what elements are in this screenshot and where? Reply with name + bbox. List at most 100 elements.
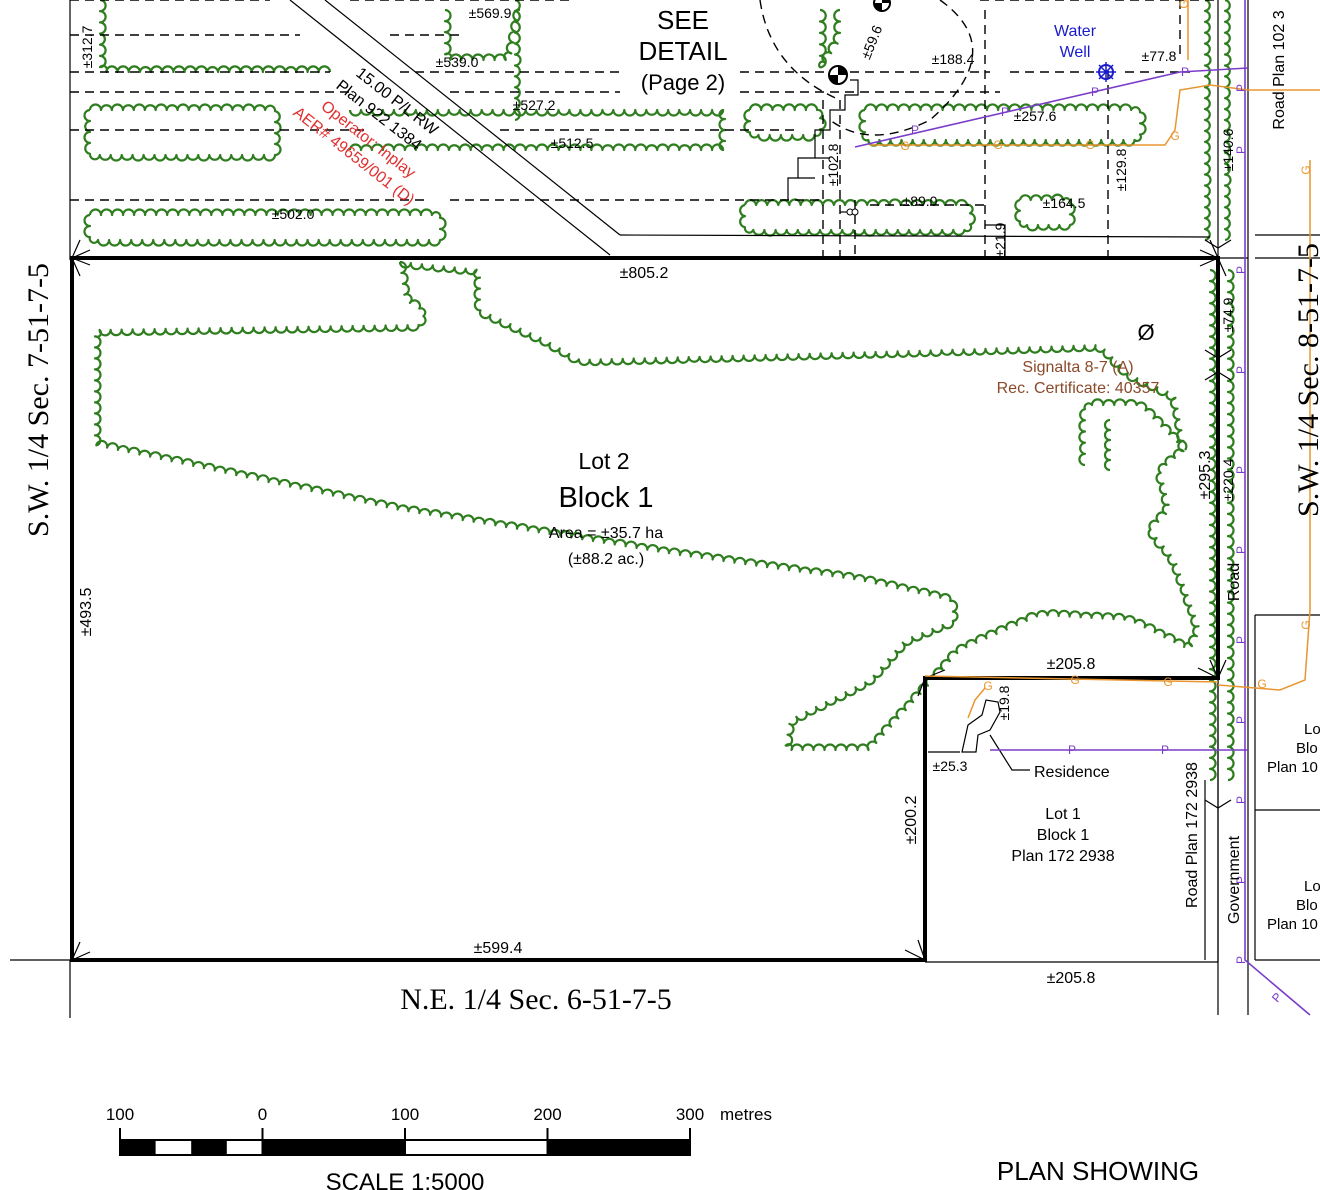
tree-line-strip-8 (858, 103, 1147, 147)
lot-2-area: Area = ±35.7 ha (549, 525, 663, 542)
dim-493-5: ±493.5 (78, 587, 95, 636)
dim-188-4: ±188.4 (932, 51, 975, 67)
dim-599-4: ±599.4 (474, 940, 523, 957)
residence-outline (961, 699, 1001, 753)
right-lot-b-name: Lo (1304, 878, 1320, 895)
power-marker: P (1234, 466, 1248, 474)
section-sw-7: S.W. 1/4 Sec. 7-51-7-5 (22, 263, 55, 537)
tree-line-strip-6 (743, 103, 827, 142)
tree-line-strip-2 (443, 8, 521, 62)
tree-line-strip-7 (818, 8, 842, 69)
power-marker: P (1181, 65, 1189, 79)
residence-label: Residence (1034, 764, 1110, 781)
dim-102-8: ±102.8 (825, 143, 841, 186)
tree-line-strip-1 (98, 0, 332, 74)
dim-512-5: ±512.5 (551, 135, 594, 151)
dim-257-6: ±257.6 (1014, 108, 1057, 124)
dim-59-6: ±59.6 (857, 23, 885, 62)
power-marker: P (911, 123, 919, 137)
lot-1-name: Lot 1 (1045, 806, 1081, 823)
detail-line-1: SEE (657, 5, 709, 35)
power-marker: P (1234, 956, 1248, 964)
tree-line-strip-11 (1014, 193, 1076, 232)
dimension-arrows (71, 239, 1232, 961)
gas-marker: G (1163, 675, 1172, 689)
scale-title: SCALE 1:5000 (326, 1169, 485, 1190)
tree-line-strip-14 (1208, 268, 1217, 782)
dim-220-4: ±220.4 (1220, 458, 1236, 501)
power-lines (854, 0, 1311, 1016)
well-site-name: Signalta 8-7 (A) (1022, 359, 1133, 376)
power-marker: P (1234, 366, 1248, 374)
dim-527-2: ±527.2 (513, 97, 556, 113)
well-bore-symbol-2 (873, 0, 891, 12)
scale-bar: 100 0 100 200 300 metres SCALE 1:5000 (106, 1105, 772, 1190)
dim-805-2: ±805.2 (620, 265, 669, 282)
dim-205-8-top: ±205.8 (1047, 656, 1096, 673)
dashed-boundary-lines (70, 0, 1220, 260)
scale-tick-3: 200 (533, 1105, 561, 1124)
lot-1-block: Block 1 (1037, 827, 1090, 844)
power-marker: P (1161, 743, 1169, 757)
lot-2-block: Block 1 (558, 482, 653, 514)
dim-569-9: ±569.9 (469, 5, 512, 21)
gas-marker: G (1299, 165, 1313, 174)
dim-140-6: ±140.6 (1220, 128, 1236, 171)
right-lot-a-block: Blo (1296, 740, 1318, 757)
tree-line-lot-edge (1103, 418, 1112, 472)
tree-line-strip-16 (1078, 398, 1188, 467)
dim-502-0: ±502.0 (272, 206, 315, 222)
tree-line-strip-10 (739, 198, 976, 237)
power-marker: P (1001, 105, 1009, 119)
detail-line-3: (Page 2) (641, 70, 725, 95)
road-plan-172-label: Road Plan 172 2938 (1184, 762, 1201, 908)
lot-1-plan: Plan 172 2938 (1011, 848, 1114, 865)
scale-tick-4: 300 (676, 1105, 704, 1124)
water-well-label-1: Water (1054, 23, 1097, 40)
tree-line-main-belt (93, 260, 1200, 752)
dim-200-2: ±200.2 (903, 795, 920, 844)
lot-2-name: Lot 2 (578, 448, 629, 474)
dim-312-7: ±312.7 (79, 25, 95, 68)
gas-marker: G (900, 139, 909, 153)
right-lot-a-plan: Plan 10 (1267, 759, 1318, 776)
well-site-symbol: Ø (1137, 320, 1154, 345)
road-label: Road (1226, 563, 1243, 601)
scale-unit: metres (720, 1105, 772, 1124)
plan-title: PLAN SHOWING (997, 1156, 1199, 1186)
tree-line-strip-3 (513, 0, 522, 122)
power-marker: P (1234, 146, 1248, 154)
scale-tick-2: 100 (391, 1105, 419, 1124)
tree-line-strip-15 (1226, 268, 1235, 782)
tree-line-strip-4 (83, 103, 282, 162)
section-sw-8: S.W. 1/4 Sec. 8-51-7-5 (1292, 243, 1320, 517)
gas-lines (870, 0, 1320, 719)
power-marker: P (1234, 636, 1248, 644)
well-bore-symbol (828, 65, 848, 85)
power-marker: P (1234, 546, 1248, 554)
power-marker: P (1068, 743, 1076, 757)
gas-marker: G (1257, 677, 1266, 691)
right-lot-a-name: Lo (1304, 721, 1320, 738)
power-marker: P (1234, 84, 1248, 92)
dim-74-9: ±74.9 (1220, 297, 1236, 332)
right-lot-b-plan: Plan 10 (1267, 916, 1318, 933)
detail-line-2: DETAIL (638, 36, 727, 66)
dim-89-0: ±89.0 (903, 193, 938, 209)
scale-tick-1: 0 (258, 1105, 267, 1124)
government-road-label: Government (1226, 835, 1243, 924)
dim-129-8: ±129.8 (1113, 148, 1129, 191)
lot-2-area-acres: (±88.2 ac.) (568, 551, 644, 568)
gas-marker: G (1177, 0, 1191, 9)
dim-205-8-bottom: ±205.8 (1047, 970, 1096, 987)
power-marker: P (1234, 266, 1248, 274)
dim-539-0: ±539.0 (436, 54, 479, 70)
gas-marker: G (1299, 620, 1313, 629)
dim-164-5: ±164.5 (1043, 195, 1086, 211)
gas-marker: G (1070, 673, 1079, 687)
tree-line-strip-9 (83, 208, 447, 247)
gas-marker: G (1170, 129, 1179, 143)
tree-line-strip-12 (1203, 0, 1212, 242)
